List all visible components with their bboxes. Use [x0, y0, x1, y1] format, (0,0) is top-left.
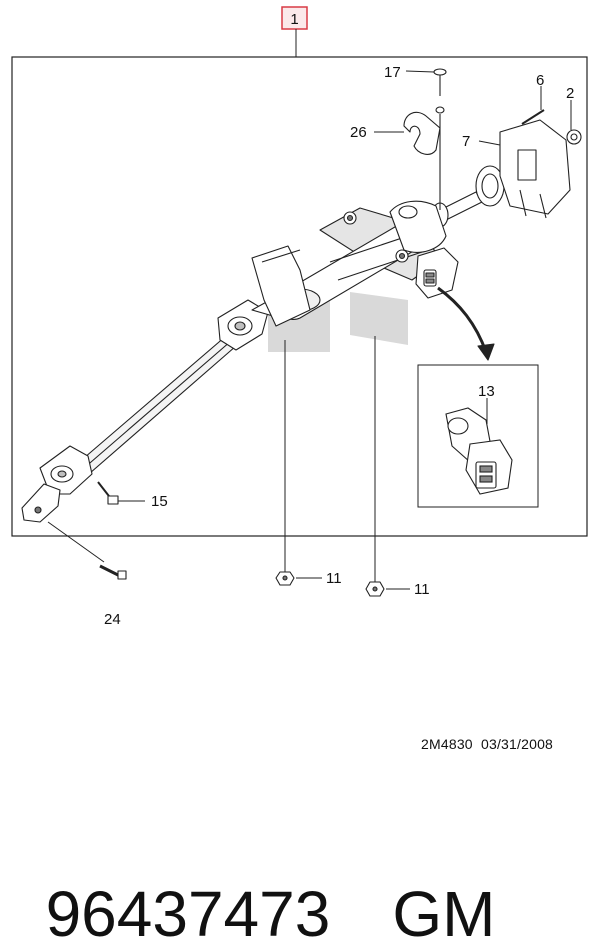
- part-number-line: 96437473 GM: [10, 800, 496, 952]
- bolt-15-part: [97, 481, 119, 505]
- bolt-24-part: [99, 564, 127, 580]
- connector-13-detail: [445, 398, 513, 495]
- callout-2: 2: [566, 85, 574, 102]
- callout-17: 17: [384, 64, 401, 81]
- screw-6-part: [521, 109, 545, 125]
- screw-17-part: [433, 68, 447, 114]
- callout-15: 15: [151, 493, 168, 510]
- callout-24: 24: [104, 611, 121, 628]
- column-connector: [415, 247, 459, 299]
- drawing-code-date: 2M4830 03/31/2008: [421, 736, 554, 752]
- detail-arrow: [437, 286, 488, 353]
- assembly-callout-box: [281, 6, 308, 30]
- brand-name: GM: [392, 878, 496, 950]
- callout-7: 7: [462, 133, 470, 150]
- nut-11-right-part: [365, 581, 385, 597]
- assembly-callout-number: 1: [290, 11, 298, 28]
- lower-mounting-bracket: [251, 245, 311, 327]
- leader-lines: [47, 70, 572, 590]
- assembly-frame: [11, 56, 588, 537]
- connector-detail-box: [417, 364, 539, 508]
- lower-universal-joint: [21, 445, 93, 523]
- bracket-26-part: [403, 111, 441, 155]
- callout-6: 6: [536, 72, 544, 89]
- callout-13: 13: [478, 383, 495, 400]
- callout-11-right: 11: [414, 581, 430, 598]
- center-bracket-plate: [350, 292, 408, 345]
- part-number: 96437473: [45, 878, 331, 950]
- steering-column-drawing: [21, 68, 582, 597]
- exploded-parts-diagram: 1: [11, 6, 588, 628]
- callout-11-left: 11: [326, 570, 342, 587]
- callout-26: 26: [350, 124, 367, 141]
- nut-11-left-part: [275, 571, 295, 586]
